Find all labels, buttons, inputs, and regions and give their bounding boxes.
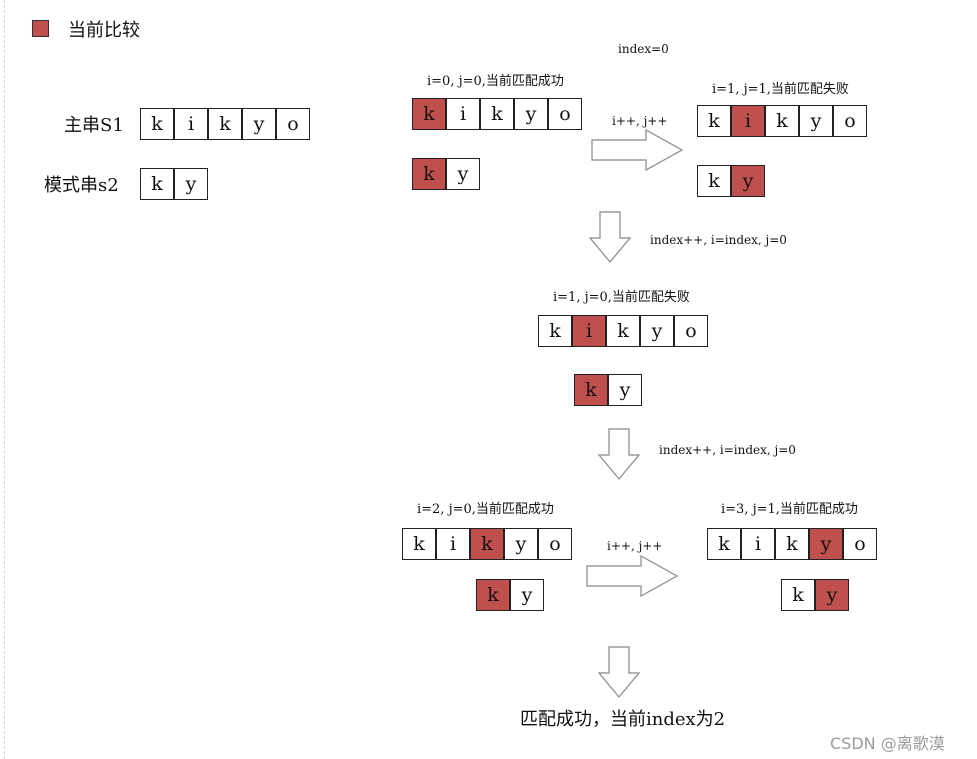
cell-char: o [674, 315, 708, 347]
cell-char: k [707, 528, 741, 560]
cell-char: k [208, 108, 242, 140]
cell-char: k [140, 168, 174, 200]
index-label: index=0 [618, 42, 669, 56]
cell-char: y [809, 528, 843, 560]
cell-char: k [781, 579, 815, 611]
cell-char: k [697, 165, 731, 197]
cell-char: i [446, 98, 480, 130]
watermark: CSDN @离歌漠 [830, 734, 945, 753]
cell-char: k [775, 528, 809, 560]
step1-caption: i=0, j=0,当前匹配成功 [427, 74, 564, 89]
right-arrow-icon [591, 128, 684, 172]
cell-char: o [276, 108, 310, 140]
cell-char: i [174, 108, 208, 140]
cell-char: i [731, 105, 765, 137]
cell-char: i [572, 315, 606, 347]
cell-char: y [799, 105, 833, 137]
transition4-label: i++, j++ [607, 539, 663, 553]
cell-char: k [412, 98, 446, 130]
cell-char: k [470, 528, 504, 560]
cell-char: k [402, 528, 436, 560]
transition2-label: index++, i=index, j=0 [650, 233, 787, 247]
legend-label: 当前比较 [68, 20, 140, 41]
cell-char: k [697, 105, 731, 137]
conclusion-text: 匹配成功，当前index为2 [520, 709, 726, 730]
cell-char: o [548, 98, 582, 130]
step4-caption: i=2, j=0,当前匹配成功 [417, 502, 554, 517]
legend-swatch [32, 20, 49, 37]
cell-char: y [608, 374, 642, 406]
transition1-label: i++, j++ [612, 114, 668, 128]
step2-caption: i=1, j=1,当前匹配失败 [712, 82, 849, 97]
cell-char: y [731, 165, 765, 197]
down-arrow-icon [588, 211, 632, 263]
cell-char: y [640, 315, 674, 347]
transition3-label: index++, i=index, j=0 [659, 443, 796, 457]
pattern-string-label: 模式串s2 [44, 175, 119, 196]
cell-char: i [436, 528, 470, 560]
down-arrow-icon [597, 428, 641, 480]
cell-char: o [833, 105, 867, 137]
cell-char: k [412, 158, 446, 190]
cell-char: k [606, 315, 640, 347]
step3-caption: i=1, j=0,当前匹配失败 [553, 290, 690, 305]
cell-char: y [174, 168, 208, 200]
main-string-label: 主串S1 [64, 115, 124, 136]
cell-char: y [510, 579, 544, 611]
cell-char: y [242, 108, 276, 140]
cell-char: i [741, 528, 775, 560]
cell-char: k [765, 105, 799, 137]
cell-char: k [140, 108, 174, 140]
step5-caption: i=3, j=1,当前匹配成功 [721, 502, 858, 517]
cell-char: o [538, 528, 572, 560]
cell-char: y [514, 98, 548, 130]
cell-char: y [815, 579, 849, 611]
right-arrow-icon [586, 554, 679, 598]
cell-char: k [538, 315, 572, 347]
cell-char: k [480, 98, 514, 130]
cell-char: k [574, 374, 608, 406]
cell-char: y [504, 528, 538, 560]
cell-char: y [446, 158, 480, 190]
cell-char: k [476, 579, 510, 611]
page-left-border [4, 0, 6, 759]
cell-char: o [843, 528, 877, 560]
down-arrow-icon [597, 646, 641, 698]
